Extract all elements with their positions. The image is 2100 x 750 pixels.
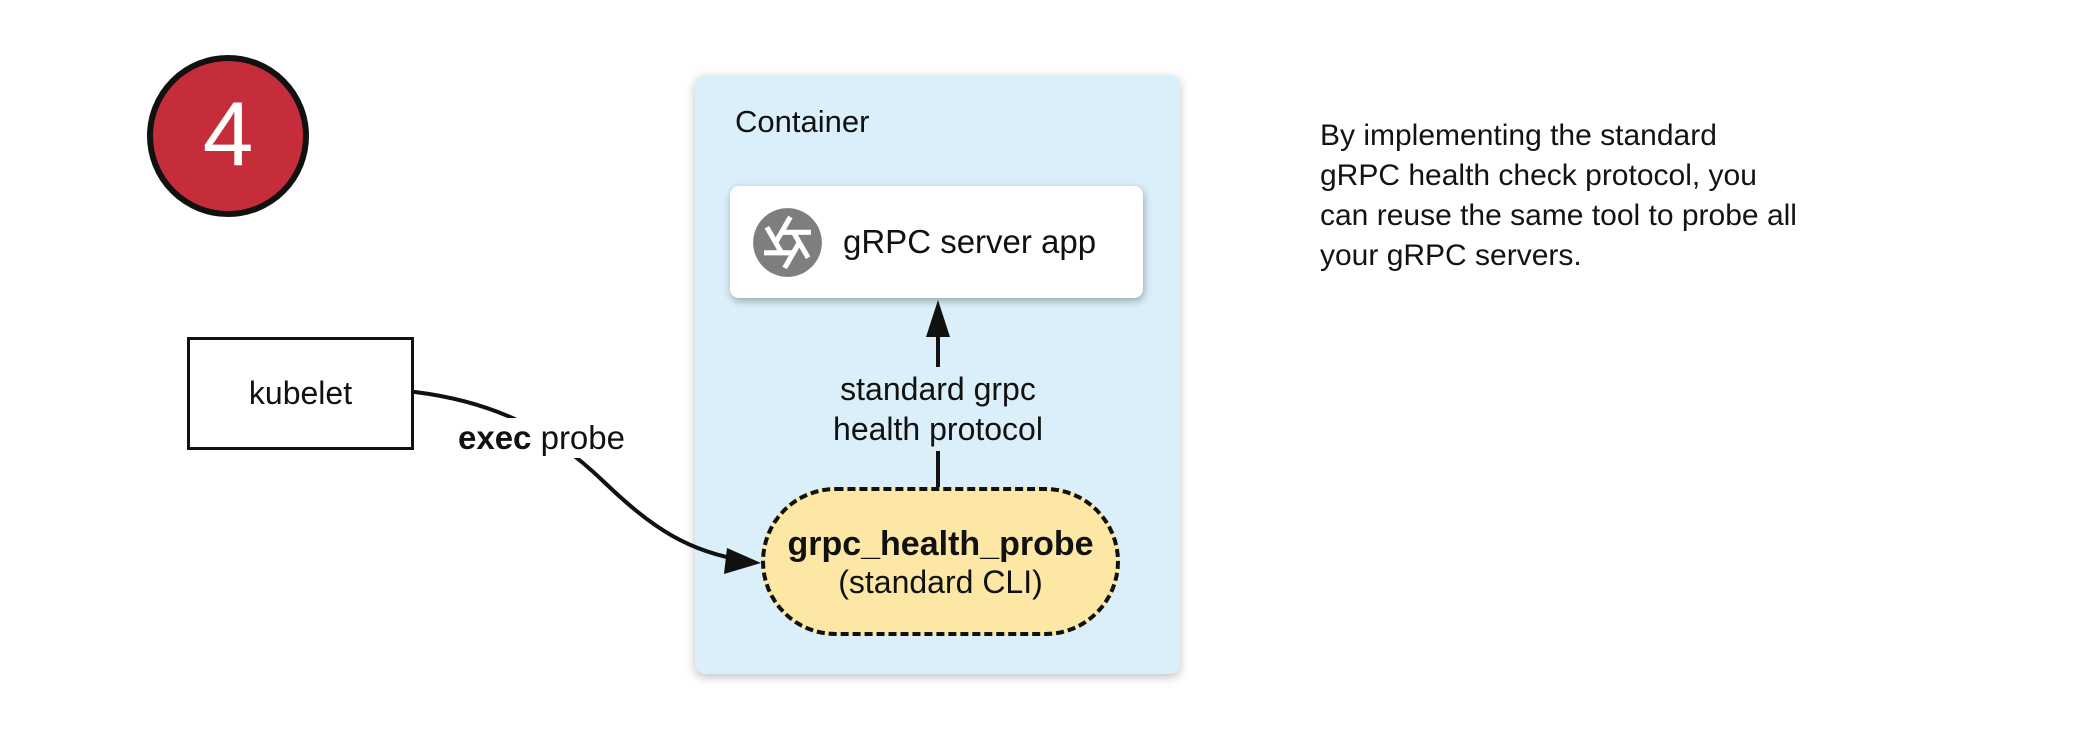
note-line-3: can reuse the same tool to probe all: [1320, 199, 1797, 232]
grpc-server-app-label: gRPC server app: [843, 223, 1097, 260]
health-protocol-edge-label: standard grpc health protocol: [823, 367, 1053, 451]
grpc-health-probe-node: grpc_health_probe (standard CLI): [761, 487, 1120, 636]
grpc-health-probe-title: grpc_health_probe: [787, 524, 1094, 563]
note-paragraph: By implementing the standard gRPC health…: [1320, 116, 1840, 276]
grpc-health-probe-subtitle: (standard CLI): [838, 563, 1043, 600]
exec-probe-edge-label-bold: exec: [458, 419, 532, 456]
health-protocol-edge-label-line2: health protocol: [833, 411, 1043, 447]
kubelet-label: kubelet: [248, 375, 353, 411]
exec-probe-edge-label-regular: probe: [540, 419, 625, 456]
step-number: 4: [202, 83, 254, 185]
note-line-2: gRPC health check protocol, you: [1320, 159, 1757, 192]
health-protocol-edge-label-line1: standard grpc: [840, 371, 1036, 407]
exec-probe-edge-label: exec probe: [452, 418, 631, 458]
aperture-icon: [753, 207, 822, 277]
step-badge: 4: [147, 55, 309, 217]
container-title: Container: [735, 104, 870, 139]
grpc-server-app-node: gRPC server app: [730, 186, 1143, 298]
container-node: Container gRPC server app standard grpc …: [695, 75, 1180, 674]
note-line-4: your gRPC servers.: [1320, 239, 1582, 272]
note-line-1: By implementing the standard: [1320, 119, 1717, 152]
kubelet-node: kubelet: [187, 337, 414, 450]
